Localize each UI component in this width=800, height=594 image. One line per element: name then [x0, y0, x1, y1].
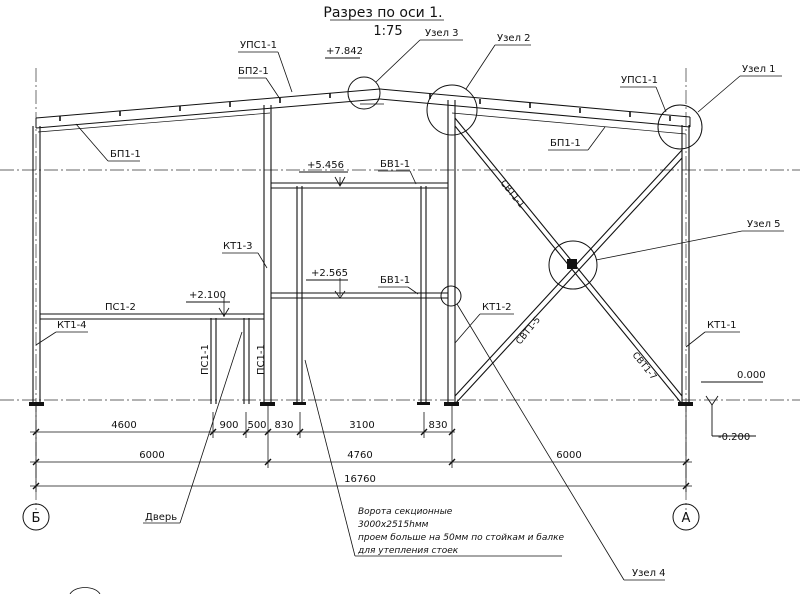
axis-bubble-a [672, 503, 700, 531]
door-label: Дверь [145, 512, 177, 523]
node-label-2: Узел 2 [497, 33, 531, 44]
base-plates [29, 402, 693, 406]
label-ps1-1b: ПС1-1 [256, 344, 267, 375]
elev-platform: +2.100 [189, 290, 226, 301]
label-ups1-right: УПС1-1 [621, 75, 658, 86]
dim-830-left: 830 [274, 420, 293, 431]
node-label-1: Узел 1 [742, 64, 776, 75]
label-svt1-7: СВТ1-7 [630, 351, 658, 383]
label-ps1-1a: ПС1-1 [200, 344, 211, 375]
dim-900: 900 [219, 420, 238, 431]
dim-4600: 4600 [111, 420, 136, 431]
node-label-5: Узел 5 [747, 219, 781, 230]
note-line-1: Ворота секционные [358, 507, 453, 517]
label-svt1-5: СВТ1-5 [515, 315, 543, 347]
node-label-4: Узел 4 [632, 568, 666, 579]
label-ps1-2: ПС1-2 [105, 302, 136, 313]
cut-off-bubble [69, 587, 101, 594]
dim-6000-left: 6000 [139, 450, 164, 461]
dimension-lines [30, 406, 692, 492]
roof-rafters [35, 88, 691, 135]
node-circles [347, 76, 703, 307]
elev-minus: -0.200 [718, 432, 750, 443]
label-kt1-1: КТ1-1 [707, 320, 737, 331]
note-line-4: для утепления стоек [357, 546, 459, 556]
label-svt1-1: СВТ1-1 [498, 179, 526, 211]
label-bv1-top: БВ1-1 [380, 159, 410, 170]
dim-830-right: 830 [428, 420, 447, 431]
drawing-scale: 1:75 [373, 24, 402, 39]
node-label-3: Узел 3 [425, 28, 459, 39]
axis-bubble-b [22, 503, 50, 531]
beams [40, 182, 448, 320]
elev-top-beam: +5.456 [307, 160, 344, 171]
elev-mid-beam: +2.565 [311, 268, 348, 279]
dim-total: 16760 [344, 474, 376, 485]
elev-zero: 0.000 [737, 370, 766, 381]
label-kt1-2: КТ1-2 [482, 302, 512, 313]
columns [32, 100, 690, 404]
label-ups1-left: УПС1-1 [240, 40, 277, 51]
label-kt1-3: КТ1-3 [223, 241, 253, 252]
elevation-marks [186, 57, 763, 437]
dim-6000-right: 6000 [556, 450, 581, 461]
leaders [35, 39, 784, 581]
dim-3100: 3100 [349, 420, 374, 431]
axis-label-a: А [682, 511, 691, 526]
note-line-2: 3000x2515hмм [358, 520, 429, 530]
axis-label-b: Б [32, 511, 41, 526]
drawing-title: Разрез по оси 1. [323, 5, 442, 21]
dim-500: 500 [247, 420, 266, 431]
dimension-ticks [32, 428, 690, 490]
dim-4760: 4760 [347, 450, 372, 461]
label-kt1-4: КТ1-4 [57, 320, 87, 331]
label-bv1-mid: БВ1-1 [380, 275, 410, 286]
brace-gusset [567, 259, 577, 269]
note-line-3: проем больше на 50мм по стойкам и балке [358, 533, 565, 543]
label-bp1-left: БП1-1 [110, 149, 141, 160]
axis-lines [0, 68, 800, 510]
label-bp2: БП2-1 [238, 66, 269, 77]
elev-ridge: +7.842 [326, 46, 363, 57]
label-bp1-right: БП1-1 [550, 138, 581, 149]
